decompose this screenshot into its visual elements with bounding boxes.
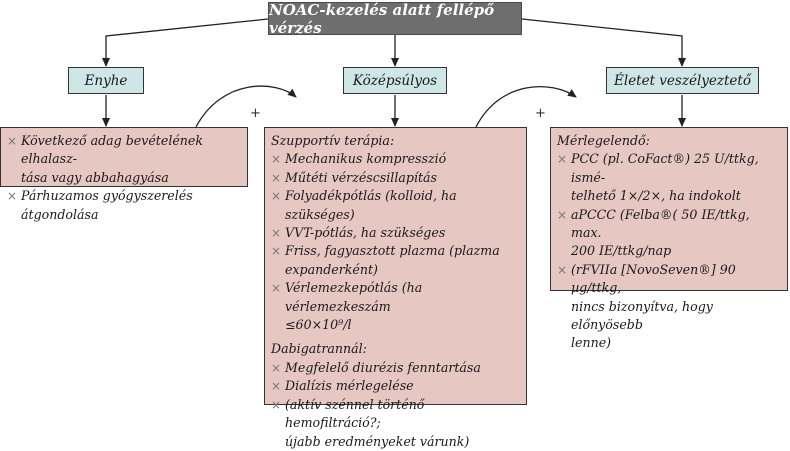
panel-mild: ×Következő adag bevételének elhalasz-tás… bbox=[0, 127, 248, 222]
moderate-supportive-item-line: VVT-pótlás, ha szükséges bbox=[285, 225, 446, 241]
category-kozepsulyos: Középsúlyos bbox=[343, 67, 447, 94]
moderate-supportive-item: ×VVT-pótlás, ha szükséges bbox=[271, 224, 518, 242]
cross-bullet-icon: × bbox=[7, 189, 18, 204]
cross-bullet-icon: × bbox=[271, 379, 282, 394]
mild-item: ×Következő adag bevételének elhalasz-tás… bbox=[7, 132, 239, 187]
moderate-supportive-item: ×Folyadékpótlás (kolloid, ha szükséges) bbox=[271, 187, 518, 224]
moderate-supportive-item: ×Mechanikus kompresszió bbox=[271, 150, 518, 168]
panel-moderate: Szupportív terápia: ×Mechanikus kompress… bbox=[264, 127, 527, 449]
moderate-dabigatran-list: ×Megfelelő diurézis fenntartása×Dialízis… bbox=[271, 359, 518, 451]
curve-moderate-to-life bbox=[475, 86, 577, 128]
arrow-title-to-enyhe bbox=[102, 18, 269, 67]
cross-bullet-icon: × bbox=[271, 397, 282, 412]
mild-item-line: tása vagy abbahagyása bbox=[21, 169, 169, 185]
moderate-dabigatran-item-line: (aktív szénnel történő hemofiltráció?; bbox=[285, 396, 425, 431]
life-heading-consider: Mérlegelendő: bbox=[557, 133, 650, 148]
moderate-dabigatran-item: ×(aktív szénnel történő hemofiltráció?; ú… bbox=[271, 396, 518, 451]
cross-bullet-icon: × bbox=[271, 152, 282, 167]
moderate-heading-dabigatran: Dabigatrannál: bbox=[271, 341, 367, 357]
moderate-supportive-list: ×Mechanikus kompresszió×Műtéti vérzéscsi… bbox=[271, 150, 518, 334]
cross-bullet-icon: × bbox=[557, 152, 568, 167]
moderate-supportive-item-line: expanderként) bbox=[285, 261, 378, 277]
cross-bullet-icon: × bbox=[271, 170, 282, 185]
cross-bullet-icon: × bbox=[271, 360, 282, 375]
life-item: ×PCC (pl. CoFact®) 25 U/ttkg, ismé-telhe… bbox=[557, 150, 779, 205]
moderate-supportive-item: ×Vérlemezkepótlás (ha vérlemezkeszám ≤60×… bbox=[271, 279, 518, 334]
mild-item-line: Párhuzamos gyógyszerelés átgondolása bbox=[21, 188, 193, 222]
life-item: ×aPCCC (Felba®( 50 IE/ttkg, max. 200 IE/t… bbox=[557, 206, 779, 261]
moderate-supportive-item-line: ≤60×10⁹/l bbox=[285, 317, 352, 333]
life-item-line: telhető 1×/2×, ha indokolt bbox=[571, 188, 741, 204]
life-item-line: 200 IE/ttkg/nap bbox=[571, 243, 672, 259]
life-item: ×(rFVIIa [NovoSeven®] 90 µg/ttkg,nincs b… bbox=[557, 261, 779, 353]
cross-bullet-icon: × bbox=[557, 207, 568, 222]
moderate-supportive-item-line: Vérlemezkepótlás (ha vérlemezkeszám bbox=[285, 280, 423, 314]
moderate-dabigatran-item-line: Megfelelő diurézis fenntartása bbox=[285, 359, 481, 375]
moderate-supportive-item: ×Műtéti vérzéscsillapítás bbox=[271, 169, 518, 187]
cross-bullet-icon: × bbox=[7, 134, 18, 148]
plus-sign-2: + bbox=[535, 106, 546, 121]
cross-bullet-icon: × bbox=[271, 244, 282, 259]
moderate-supportive-item-line: Friss, fagyasztott plazma (plazma bbox=[285, 243, 500, 259]
category-eletveszely: Életet veszélyeztető bbox=[606, 67, 759, 94]
cross-bullet-icon: × bbox=[271, 226, 282, 241]
moderate-dabigatran-item-line: újabb eredményeket várunk) bbox=[285, 433, 470, 449]
moderate-supportive-item: ×Friss, fagyasztott plazma (plazma expand… bbox=[271, 242, 518, 279]
curve-mild-to-moderate bbox=[195, 85, 297, 128]
moderate-dabigatran-item: ×Dialízis mérlegelése bbox=[271, 377, 518, 395]
cross-bullet-icon: × bbox=[271, 281, 282, 296]
life-item-line: lenne) bbox=[571, 335, 612, 351]
life-item-list: ×PCC (pl. CoFact®) 25 U/ttkg, ismé-telhe… bbox=[557, 150, 779, 352]
arrow-title-to-eletveszely bbox=[521, 18, 686, 67]
diagram-title: NOAC-kezelés alatt fellépő vérzés bbox=[268, 1, 522, 37]
plus-sign-1: + bbox=[250, 106, 261, 121]
moderate-supportive-item-line: Mechanikus kompresszió bbox=[285, 151, 447, 167]
life-item-line: aPCCC (Felba®( 50 IE/ttkg, max. bbox=[571, 206, 750, 241]
mild-item-list: ×Következő adag bevételének elhalasz-tás… bbox=[7, 132, 239, 224]
life-item-line: PCC (pl. CoFact®) 25 U/ttkg, ismé- bbox=[571, 151, 759, 185]
moderate-supportive-item-line: Műtéti vérzéscsillapítás bbox=[285, 169, 437, 185]
cross-bullet-icon: × bbox=[271, 189, 282, 204]
moderate-heading-supportive: Szupportív terápia: bbox=[271, 133, 395, 148]
life-item-line: (rFVIIa [NovoSeven®] 90 µg/ttkg, bbox=[571, 261, 736, 296]
mild-item-line: Következő adag bevételének elhalasz- bbox=[21, 133, 204, 167]
mild-item: ×Párhuzamos gyógyszerelés átgondolása bbox=[7, 187, 239, 224]
moderate-dabigatran-item-line: Dialízis mérlegelése bbox=[285, 378, 414, 394]
cross-bullet-icon: × bbox=[557, 262, 568, 277]
connector-arrows bbox=[102, 18, 686, 128]
category-enyhe: Enyhe bbox=[68, 67, 144, 94]
moderate-dabigatran-item: ×Megfelelő diurézis fenntartása bbox=[271, 359, 518, 377]
life-item-line: nincs bizonyítva, hogy előnyösebb bbox=[571, 298, 713, 333]
moderate-supportive-item-line: Folyadékpótlás (kolloid, ha szükséges) bbox=[285, 188, 457, 222]
panel-life-threatening: Mérlegelendő: ×PCC (pl. CoFact®) 25 U/tt… bbox=[550, 127, 788, 350]
